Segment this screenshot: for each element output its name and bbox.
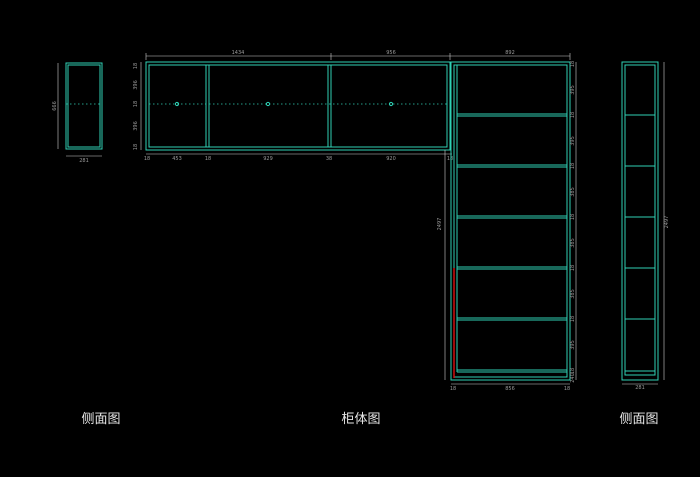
upper-row-label-4: 396 [133,121,139,131]
tall-cabinet-outline [450,61,571,381]
right-side-outline [621,61,659,381]
right-side-inner [624,64,656,376]
upper-left-dims: 18 396 18 396 18 [133,62,142,150]
tall-cabinet [450,61,571,381]
tall-height-dim: 2497 [437,150,446,380]
tall-row-label-12: 395 [570,340,576,350]
tall-row-label-15: 240 [570,373,576,383]
left-side-view: 281 666 [52,62,103,164]
tall-row-label-7: 18 [570,214,576,220]
upper-bottom-label-2: 453 [172,156,182,162]
tall-bottom-label-2: 856 [505,386,515,392]
upper-cabinet-inner [148,64,448,148]
tall-row-label-6: 385 [570,187,576,197]
upper-bottom-label-5: 38 [326,156,332,162]
tall-height-label: 2497 [437,218,443,231]
right-side-height-label: 2497 [664,216,670,229]
upper-bottom-dims: 18 453 18 929 38 920 18 [144,153,453,162]
right-side-width-label: 281 [635,385,645,391]
tall-cabinet-inner [453,64,568,378]
tall-bottom-label-3: 18 [564,386,570,392]
caption-right-side: 侧面图 [619,412,658,427]
left-side-width-label: 281 [79,158,89,164]
top-dim-label-2: 956 [386,50,396,56]
top-dimensions: 1434 956 892 [145,50,571,60]
left-side-outline [65,62,103,150]
upper-row-label-2: 396 [133,80,139,90]
top-dim-label-3: 892 [505,50,515,56]
caption-cabinet: 柜体图 [341,412,380,427]
left-side-height-label: 666 [52,101,58,111]
tall-row-label-10: 385 [570,289,576,299]
tall-row-label-2: 395 [570,85,576,95]
upper-bottom-label-3: 18 [205,156,211,162]
tall-row-label-13: 18 [570,368,576,374]
upper-row-label-1: 18 [133,63,139,69]
upper-handle-1 [174,101,180,107]
upper-bottom-label-1: 18 [144,156,150,162]
tall-bottom-dims: 18 856 18 [450,383,570,392]
tall-row-label-8: 385 [570,238,576,248]
tall-bottom-label-1: 18 [450,386,456,392]
tall-right-dims: 18 395 18 395 18 385 18 385 18 385 18 39… [570,61,577,383]
tall-row-label-4: 395 [570,136,576,146]
caption-left-side: 侧面图 [81,412,120,427]
top-dim-label-1: 1434 [232,50,245,56]
upper-bottom-label-7: 18 [447,156,453,162]
tall-row-label-9: 18 [570,265,576,271]
right-side-view: 281 2497 [621,61,670,391]
upper-row-label-3: 18 [133,101,139,107]
tall-row-label-5: 18 [570,163,576,169]
upper-bottom-label-6: 920 [386,156,396,162]
left-side-inner [67,64,101,148]
tall-row-label-1: 18 [570,61,576,67]
upper-row-label-5: 18 [133,144,139,150]
upper-bottom-label-4: 929 [263,156,273,162]
upper-cabinet-outline [145,61,451,151]
upper-handle-2 [265,101,271,107]
upper-handle-3 [388,101,394,107]
tall-row-label-3: 18 [570,112,576,118]
upper-wall-cabinet [145,61,451,151]
tall-row-label-11: 18 [570,316,576,322]
